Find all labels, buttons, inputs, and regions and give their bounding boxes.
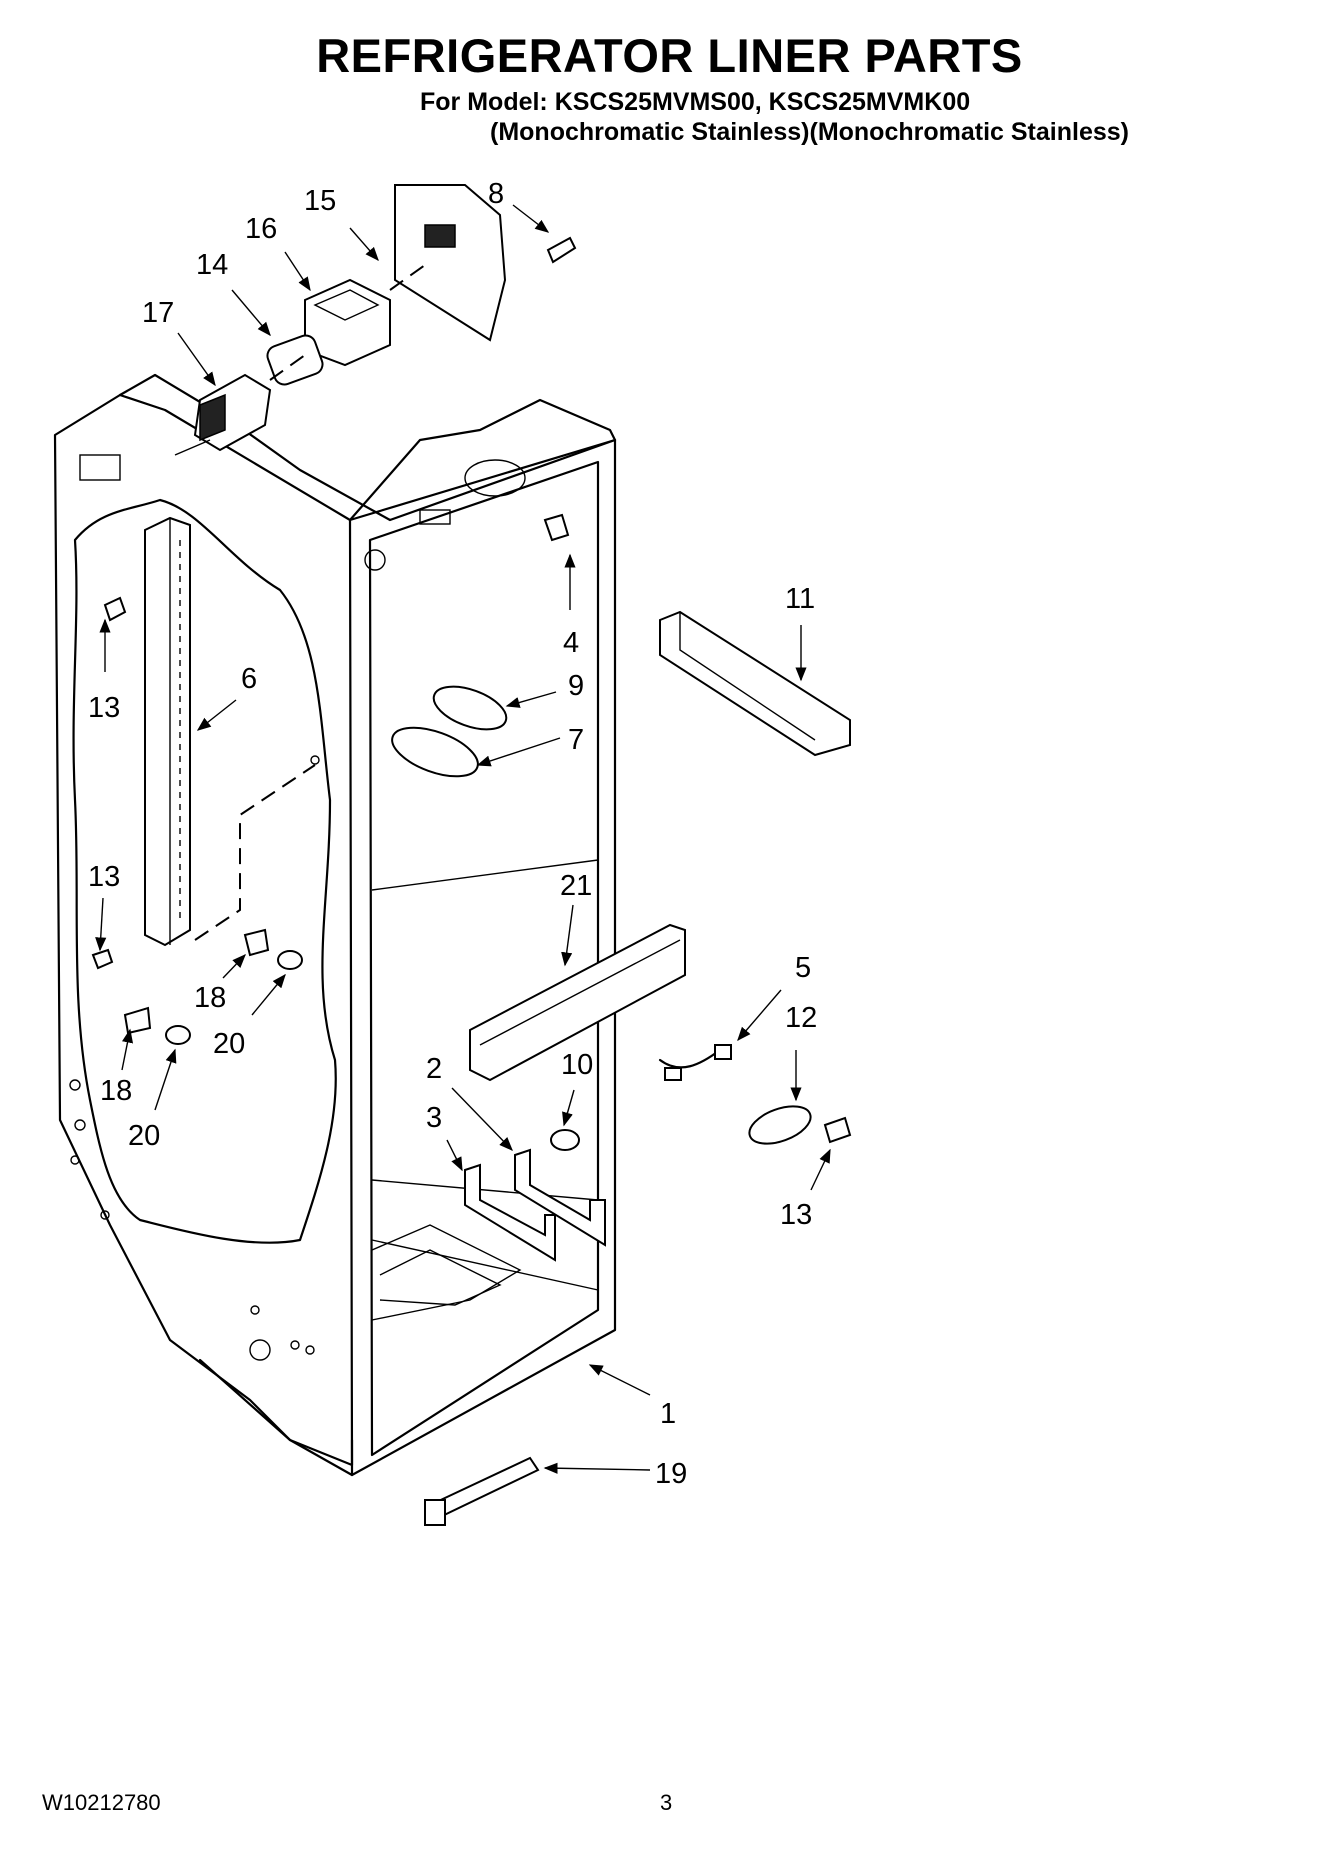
page-number: 3 [660, 1790, 673, 1815]
liner-body [53, 373, 617, 1477]
callout-12: 12 [785, 1002, 817, 1034]
callout-13b: 13 [88, 861, 120, 893]
callout-17: 17 [142, 297, 174, 329]
callout-13c: 13 [780, 1199, 812, 1231]
callout-20b: 20 [128, 1120, 160, 1152]
shelf-rail [144, 516, 191, 947]
callout-9: 9 [568, 670, 584, 702]
callout-1: 1 [660, 1398, 676, 1430]
model-numbers: For Model: KSCS25MVMS00, KSCS25MVMK00 [420, 88, 971, 116]
callout-19: 19 [655, 1458, 687, 1490]
callout-21: 21 [560, 870, 592, 902]
callout-18b: 18 [100, 1075, 132, 1107]
callout-16: 16 [245, 213, 277, 245]
document-number: W10212780 [42, 1790, 161, 1815]
callout-2: 2 [426, 1053, 442, 1085]
callout-7: 7 [568, 724, 584, 756]
callout-labels: 8 15 16 14 17 11 4 9 7 6 13 13 21 5 12 1… [88, 178, 817, 1490]
model-variants: (Monochromatic Stainless)(Monochromatic … [490, 118, 1129, 146]
callout-8: 8 [488, 178, 504, 210]
callout-18a: 18 [194, 982, 226, 1014]
callout-15: 15 [304, 185, 336, 217]
callout-leaders [95, 204, 831, 1474]
callout-4: 4 [563, 627, 579, 659]
page-title: REFRIGERATOR LINER PARTS [316, 29, 1023, 82]
interior-components [91, 513, 686, 1262]
callout-20a: 20 [213, 1028, 245, 1060]
callout-6: 6 [241, 663, 257, 695]
callout-5: 5 [795, 952, 811, 984]
callout-10: 10 [561, 1049, 593, 1081]
callout-13a: 13 [88, 692, 120, 724]
callout-11: 11 [785, 583, 815, 615]
top-components [174, 184, 577, 456]
exterior-components [424, 610, 852, 1526]
callout-3: 3 [426, 1102, 442, 1134]
callout-14: 14 [196, 249, 228, 281]
